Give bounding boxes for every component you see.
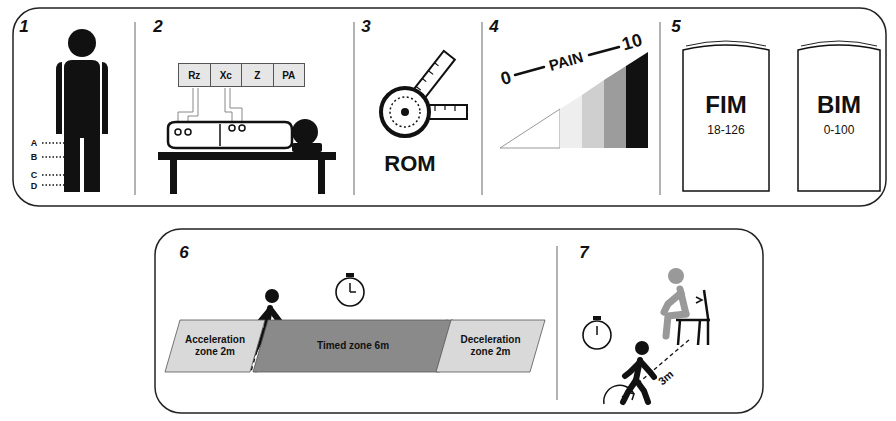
standing-person — [56, 29, 108, 192]
measure-cell: Rz — [179, 64, 210, 86]
bioimpedance-scene — [158, 88, 336, 194]
panel-number: 3 — [361, 18, 370, 35]
zone-label: Acceleration zone 2m — [182, 334, 248, 359]
measurement-table: RzXcZPA — [178, 63, 305, 87]
top-panel — [13, 8, 886, 206]
measure-site: C — [31, 171, 38, 180]
panel-number: 7 — [579, 244, 588, 261]
panel-number: 2 — [153, 18, 162, 35]
zone-label: Deceleration zone 2m — [453, 334, 528, 359]
distance-label: 3m — [656, 369, 675, 388]
scale-end: 10 — [620, 31, 644, 54]
walking-person — [623, 341, 654, 402]
score-range: 18-126 — [707, 123, 744, 137]
scale-name: PAIN — [547, 49, 585, 73]
panel-dividers — [135, 22, 660, 400]
turn-arrow — [604, 385, 634, 404]
measure-cell: PA — [273, 64, 305, 86]
stopwatch — [583, 316, 611, 349]
scale-booklet: FIM 18-126 — [682, 36, 770, 192]
scale-name: BIM — [817, 91, 861, 119]
measure-site: D — [31, 182, 38, 191]
distance-line — [622, 339, 690, 397]
panel-number: 5 — [671, 18, 680, 35]
panel-number: 4 — [489, 18, 498, 35]
zone-label: Timed zone 6m — [317, 340, 389, 353]
stopwatch — [336, 273, 364, 306]
panel-number: 6 — [179, 244, 188, 261]
walkway-zone: Acceleration zone 2m — [165, 320, 265, 372]
walkway-zone: Deceleration zone 2m — [436, 320, 545, 372]
scale-booklet: BIM 0-100 — [797, 36, 881, 192]
bottom-panel — [155, 229, 763, 413]
walkway-zone: Timed zone 6m — [253, 320, 453, 372]
measure-cell: Z — [241, 64, 273, 86]
seated-person — [664, 268, 686, 336]
goniometer — [381, 51, 467, 136]
panel-number: 1 — [19, 18, 28, 35]
measure-name: ROM — [384, 153, 435, 175]
measure-site: A — [31, 139, 38, 148]
scale-end: 0 — [499, 68, 514, 88]
score-range: 0-100 — [824, 123, 855, 137]
pain-scale — [500, 47, 648, 148]
measure-leaders — [42, 143, 72, 185]
walkway-markers — [250, 320, 453, 372]
measure-cell: Xc — [210, 64, 242, 86]
scale-name: FIM — [705, 91, 746, 119]
measure-site: B — [31, 153, 38, 162]
chair — [676, 290, 710, 345]
